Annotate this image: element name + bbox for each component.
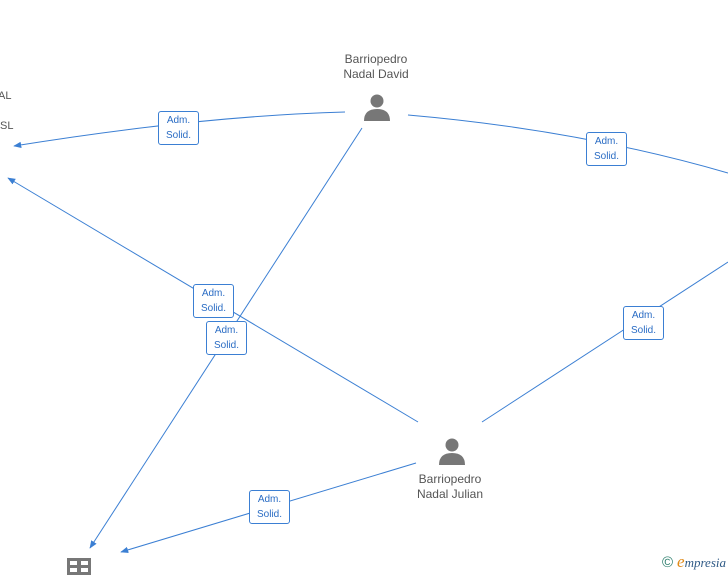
building-icon[interactable] [67,558,91,575]
person-name-line2: Nadal Julian [416,487,484,501]
edge-label-role[interactable]: Adm.Solid. [586,132,627,166]
person-icon[interactable] [362,92,392,122]
person-name-line1: Barriopedro [418,472,482,486]
person-node-julian-label[interactable]: Barriopedro Nadal Julian [404,472,496,502]
edge-label-role[interactable]: Adm.Solid. [623,306,664,340]
brand-footer: © empresia [662,552,726,572]
person-name-line1: Barriopedro [344,52,408,66]
person-node-david-label[interactable]: Barriopedro Nadal David [330,52,422,82]
edge-label-role[interactable]: Adm.Solid. [193,284,234,318]
edge-line-david-right [407,114,728,174]
edge-line-julian-right [481,261,728,423]
company-label-clipped[interactable]: SL [0,120,14,132]
brand-logo[interactable]: empresia [677,552,726,571]
person-name-line2: Nadal David [343,67,409,81]
edge-label-role[interactable]: Adm.Solid. [206,321,247,355]
copyright-icon: © [661,553,674,571]
edge-label-role[interactable]: Adm.Solid. [158,111,199,145]
company-label-clipped[interactable]: AL [0,90,12,102]
person-icon[interactable] [437,436,467,466]
edge-label-role[interactable]: Adm.Solid. [249,490,290,524]
